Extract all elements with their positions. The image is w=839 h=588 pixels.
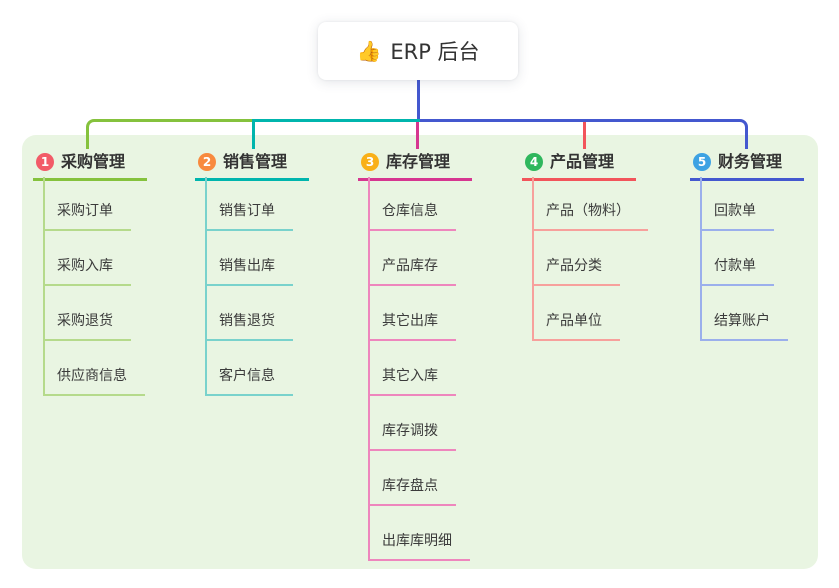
child-node[interactable]: 销售订单 [205,193,293,231]
branch-node-label: 采购管理 [61,152,126,171]
child-node[interactable]: 采购退货 [43,303,131,341]
child-node[interactable]: 产品（物料） [532,193,648,231]
child-node[interactable]: 采购订单 [43,193,131,231]
connector-drop-sales [252,122,255,149]
thumbs-up-icon: 👍 [356,39,382,63]
branch-column-3: 3 库存管理仓库信息产品库存其它出库其它入库库存调拨库存盘点出库库明细 [358,150,518,588]
connector-drop-inventory [416,122,419,149]
child-node[interactable]: 结算账户 [700,303,788,341]
branch-node-label: 库存管理 [386,152,451,171]
branch-node[interactable]: 2 销售管理 [195,150,310,181]
branch-node-label: 财务管理 [718,152,783,171]
branch-number-badge: 4 [525,152,543,171]
child-node[interactable]: 销售出库 [205,248,293,286]
branch-number-badge: 1 [36,152,54,171]
child-node[interactable]: 仓库信息 [368,193,456,231]
branch-node[interactable]: 4 产品管理 [522,150,637,181]
child-node[interactable]: 其它入库 [368,358,456,396]
branch-node-label: 产品管理 [550,152,615,171]
connector-bus-teal-segment [252,119,420,122]
child-node[interactable]: 产品单位 [532,303,620,341]
child-node[interactable]: 产品分类 [532,248,620,286]
branch-child-spine [532,177,534,339]
connector-bus-green-elbow [86,119,252,149]
branch-child-spine [700,177,702,339]
branch-node-label: 销售管理 [223,152,288,171]
connector-root-stem [417,80,420,119]
branch-column-4: 4 产品管理产品（物料） 产品分类产品单位 [522,150,682,395]
child-node[interactable]: 客户信息 [205,358,293,396]
branch-node[interactable]: 3 库存管理 [358,150,473,181]
branch-node[interactable]: 1 采购管理 [33,150,148,181]
branch-number-badge: 5 [693,152,711,171]
branch-number-badge: 2 [198,152,216,171]
child-node[interactable]: 出库库明细 [368,523,470,561]
child-node[interactable]: 产品库存 [368,248,456,286]
root-node-label: ERP 后台 [390,40,480,64]
child-node[interactable]: 销售退货 [205,303,293,341]
root-node[interactable]: 👍 ERP 后台 [318,22,518,80]
connector-bus-blue-elbow [420,119,748,149]
branch-column-1: 1 采购管理采购订单采购入库采购退货供应商信息 [33,150,193,450]
connector-drop-product [583,122,586,149]
branch-node[interactable]: 5 财务管理 [690,150,805,181]
branch-number-badge: 3 [361,152,379,171]
child-node[interactable]: 库存盘点 [368,468,456,506]
child-node[interactable]: 付款单 [700,248,774,286]
child-node[interactable]: 库存调拨 [368,413,456,451]
branch-background-panel [22,135,818,569]
branch-column-2: 2 销售管理销售订单销售出库销售退货客户信息 [195,150,355,450]
child-node[interactable]: 回款单 [700,193,774,231]
branch-column-5: 5 财务管理回款单付款单结算账户 [690,150,839,395]
child-node[interactable]: 供应商信息 [43,358,145,396]
child-node[interactable]: 采购入库 [43,248,131,286]
child-node[interactable]: 其它出库 [368,303,456,341]
branch-child-spine [368,177,370,559]
